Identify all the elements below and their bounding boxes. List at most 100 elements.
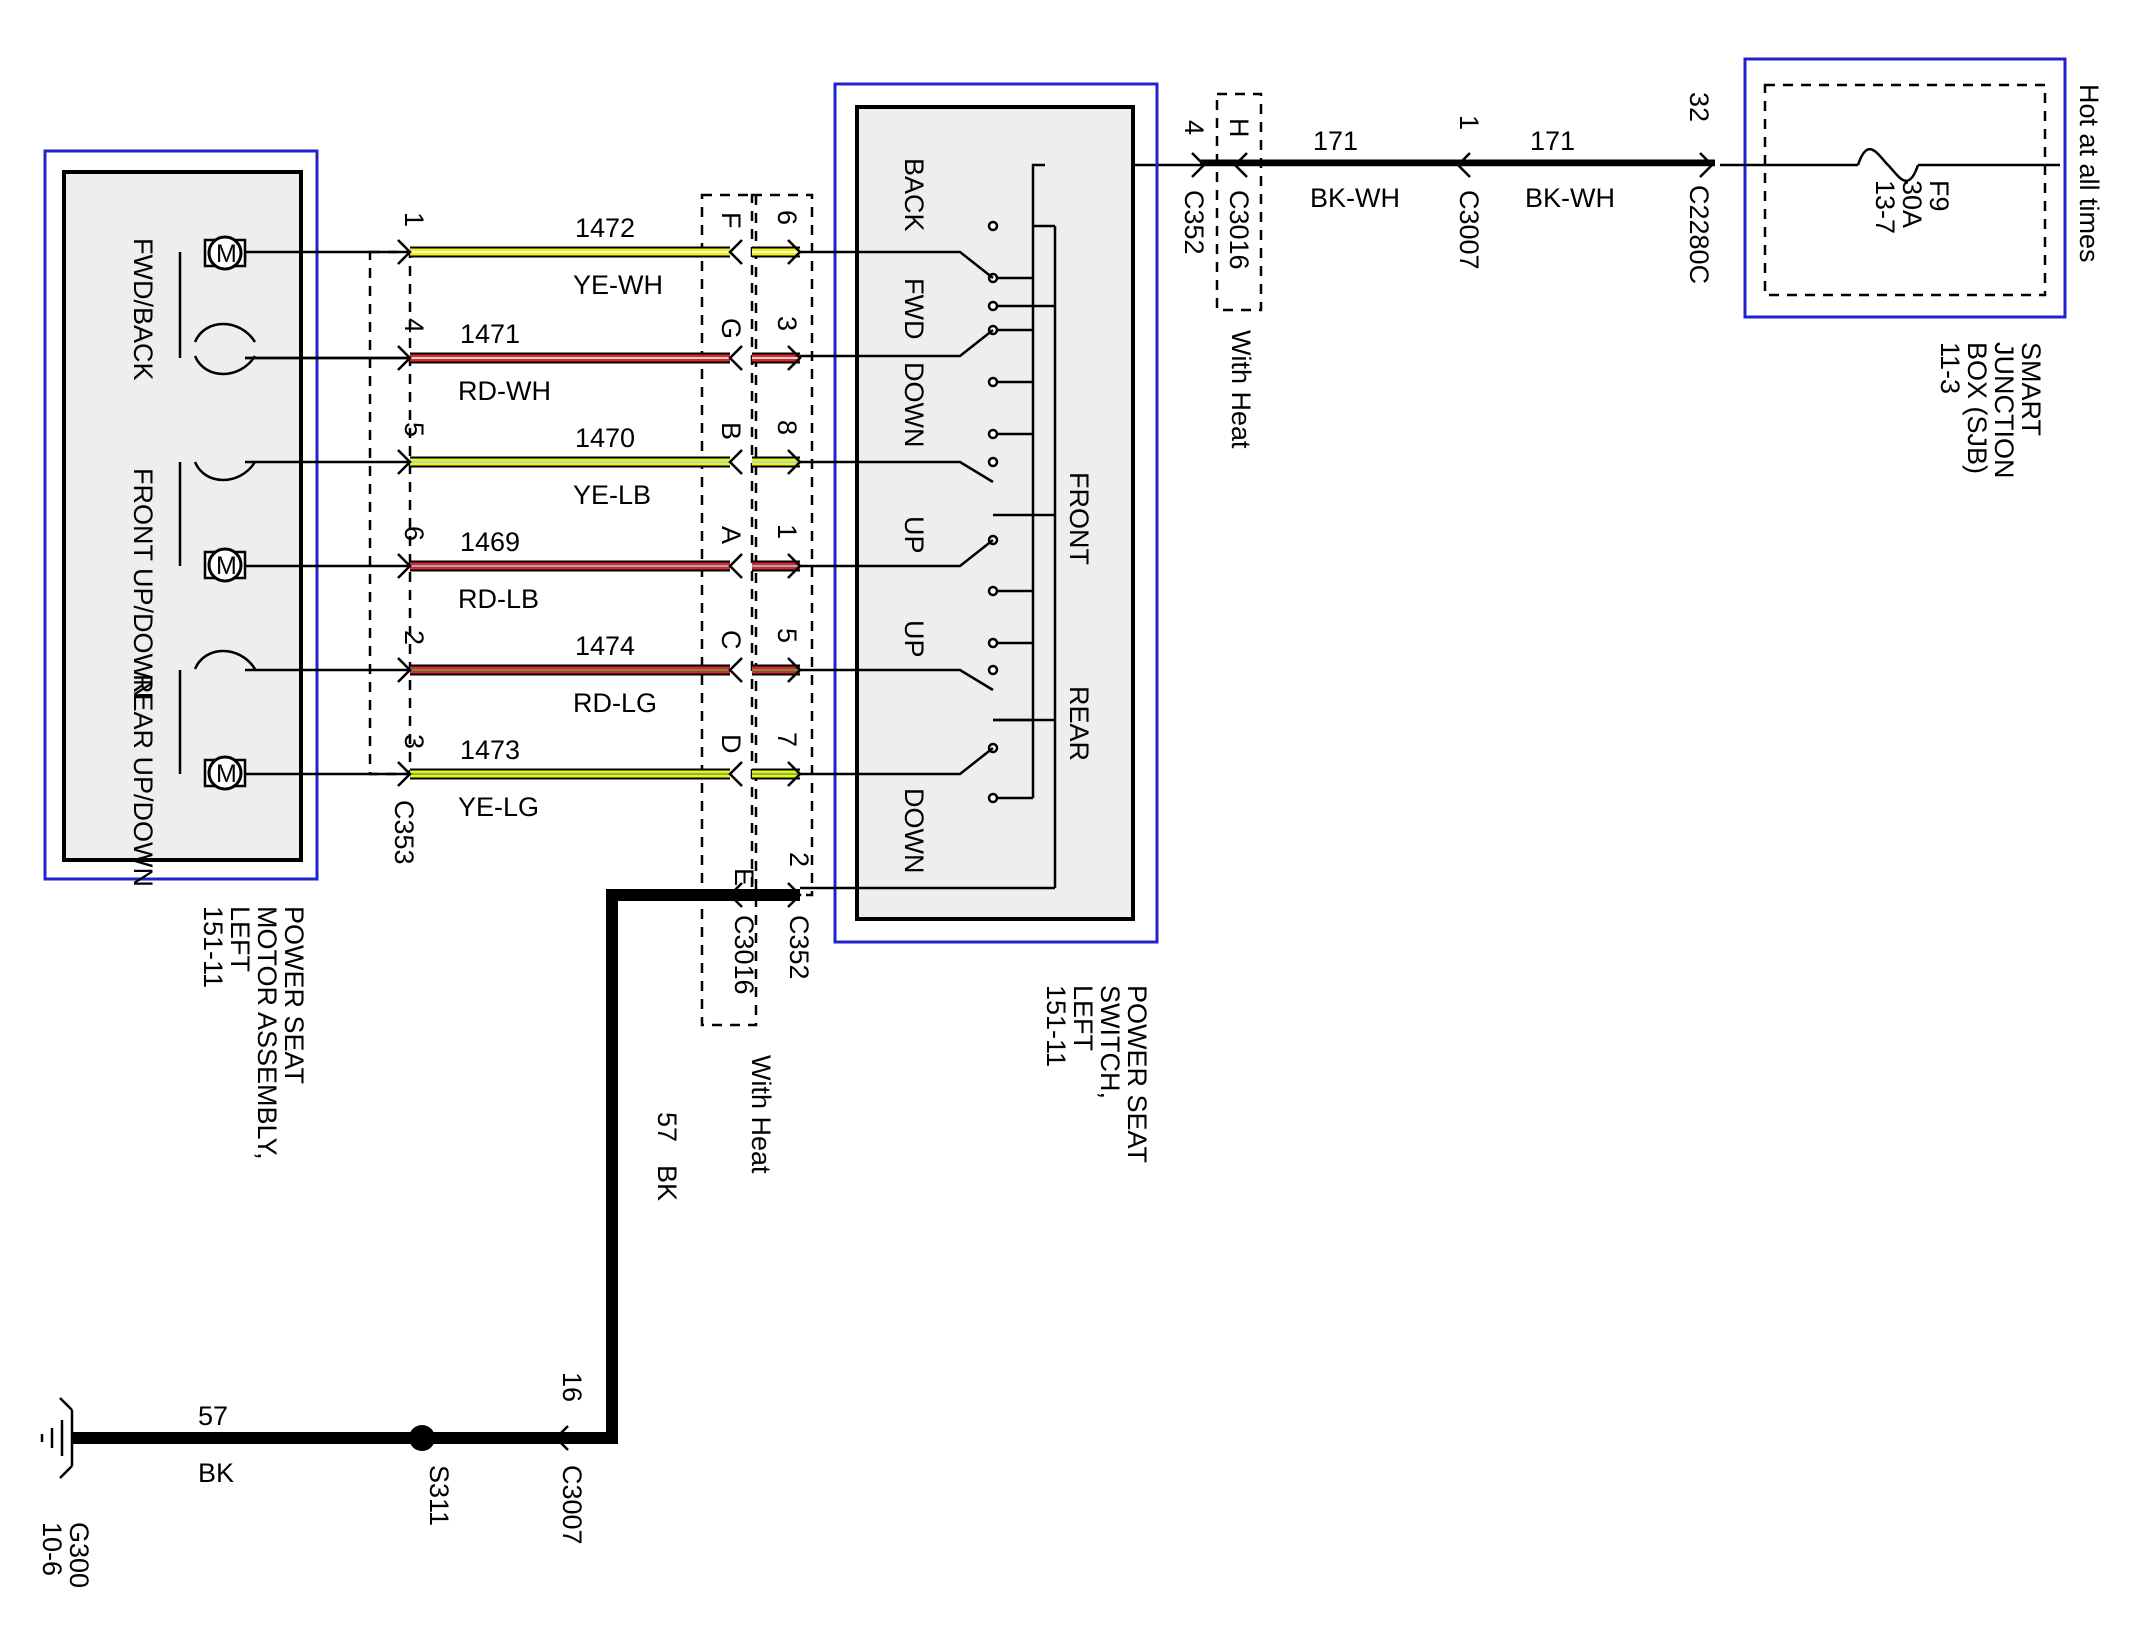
c2280c-pin: 32 (1684, 92, 1714, 122)
svg-text:C3016: C3016 (1224, 190, 1254, 270)
svg-text:REAR UP/DOWN: REAR UP/DOWN (128, 674, 158, 887)
wire-1470 (245, 449, 802, 475)
c353-pin-3: 3 (399, 734, 429, 749)
ground-with-heat: With Heat (746, 1055, 776, 1174)
svg-text:4: 4 (1179, 120, 1209, 135)
c3016-pin-D: D (716, 734, 746, 754)
c3007-ground-label: C3007 (557, 1465, 587, 1545)
wire-1469 (245, 553, 802, 579)
switch-levers (800, 250, 994, 776)
motor-rear-up-down: M (203, 755, 247, 791)
svg-text:FRONT: FRONT (1064, 472, 1094, 565)
wire-1471 (245, 345, 802, 371)
motor-name: POWER SEAT MOTOR ASSEMBLY, LEFT 151-11 (198, 906, 309, 1160)
splice-s311 (409, 1425, 435, 1451)
c2280c-label: C2280C (1684, 185, 1714, 284)
feed-wire (1045, 159, 1715, 168)
wire-color-1472: YE-WH (573, 270, 663, 300)
svg-text:FWD/BACK: FWD/BACK (128, 238, 158, 381)
switch-inner (855, 105, 1135, 921)
c352-feed-label: C352 (1179, 190, 1209, 255)
c352-pin-1: 1 (772, 524, 802, 539)
c353-pin-2: 2 (399, 630, 429, 645)
svg-text:FWD: FWD (899, 278, 929, 339)
svg-text:H: H (1224, 118, 1254, 138)
svg-text:G300: G300 (64, 1522, 94, 1588)
wire-color-1471: RD-WH (458, 376, 551, 406)
wire-171-right-color: BK-WH (1525, 183, 1615, 213)
sjb-inner-dashed (1763, 83, 2047, 297)
wire-color-1473: YE-LG (458, 792, 539, 822)
ground-symbol (40, 1397, 74, 1479)
motor-front-up-down: M (203, 547, 247, 583)
svg-text:151-11: 151-11 (198, 906, 228, 988)
svg-text:M: M (216, 760, 237, 788)
svg-text:MOTOR ASSEMBLY,: MOTOR ASSEMBLY, (252, 906, 282, 1160)
c353-pin-5: 5 (399, 422, 429, 437)
svg-text:57: 57 (652, 1112, 682, 1142)
c352-feed-pin: 4 (1179, 120, 1209, 135)
svg-text:With Heat: With Heat (1226, 330, 1256, 449)
svg-text:M: M (216, 240, 237, 268)
wire-number-1469: 1469 (460, 527, 520, 557)
wire-57-num-2: 57 (198, 1401, 228, 1431)
switch-box (833, 82, 1159, 944)
svg-text:POWER SEAT: POWER SEAT (1122, 985, 1152, 1163)
c3016-pin-A: A (716, 526, 746, 544)
c3016-feed-pin: H (1224, 118, 1254, 138)
c353-pin-6: 6 (399, 526, 429, 541)
c3016-feed-dashed (1215, 92, 1263, 312)
wire-57-color-2: BK (198, 1458, 234, 1488)
c3016-pin-B: B (716, 422, 746, 440)
c3007-ground-pin: 16 (557, 1372, 587, 1402)
svg-text:UP: UP (899, 516, 929, 554)
svg-text:10-6: 10-6 (37, 1522, 67, 1576)
svg-text:2: 2 (784, 852, 814, 867)
switch-position-labels: BACK FWD DOWN UP UP DOWN FRONT REAR (899, 158, 1094, 873)
c352-ground-label: C352 (784, 915, 814, 980)
c3007-pin: 1 (1454, 115, 1484, 130)
wire-1473 (245, 761, 802, 787)
svg-text:BACK: BACK (899, 158, 929, 232)
svg-text:C352: C352 (784, 915, 814, 980)
wire-171-left-color: BK-WH (1310, 183, 1400, 213)
svg-text:BK: BK (652, 1165, 682, 1201)
svg-text:E: E (729, 868, 759, 886)
c3007-terminal (1456, 152, 1471, 178)
c353-pin-4: 4 (399, 318, 429, 333)
svg-text:F9: F9 (1924, 180, 1954, 212)
svg-text:1: 1 (1454, 115, 1484, 130)
wire-color-1470: YE-LB (573, 480, 651, 510)
svg-text:13-7: 13-7 (1870, 180, 1900, 234)
motor-box (43, 149, 319, 881)
c3016-pin-F: F (716, 212, 746, 229)
svg-text:SMART: SMART (2016, 342, 2046, 436)
c3016-feed-label: C3016 (1224, 190, 1254, 270)
svg-text:30A: 30A (1897, 180, 1927, 228)
ground-wire (72, 889, 800, 1444)
wire-171-right-num: 171 (1530, 126, 1575, 156)
motor-group-labels: FWD/BACK FRONT UP/DOWN REAR UP/DOWN (128, 238, 158, 887)
svg-text:M: M (216, 552, 237, 580)
svg-text:REAR: REAR (1064, 686, 1094, 761)
c352-pin-3: 3 (772, 316, 802, 331)
c352-ground-terminal (787, 882, 802, 908)
wire-57-num: 57 (652, 1112, 682, 1142)
c3016-dashed (700, 193, 758, 1027)
svg-text:C3007: C3007 (1454, 190, 1484, 270)
svg-text:32: 32 (1684, 92, 1714, 122)
wire-1472 (245, 239, 802, 265)
c352-pin-7: 7 (772, 732, 802, 747)
fuse-label: F9 30A 13-7 (1870, 180, 1954, 234)
c3007-ground-terminal (554, 1425, 569, 1451)
svg-text:DOWN: DOWN (899, 788, 929, 873)
motor-inner (62, 170, 303, 862)
wire-number-1474: 1474 (575, 631, 635, 661)
wire-color-1469: RD-LB (458, 584, 539, 614)
motor-fwd-back: M (203, 235, 247, 271)
c352-pin-5: 5 (772, 628, 802, 643)
svg-text:LEFT: LEFT (225, 906, 255, 972)
c352-ground-pin: 2 (784, 852, 814, 867)
svg-text:DOWN: DOWN (899, 362, 929, 447)
